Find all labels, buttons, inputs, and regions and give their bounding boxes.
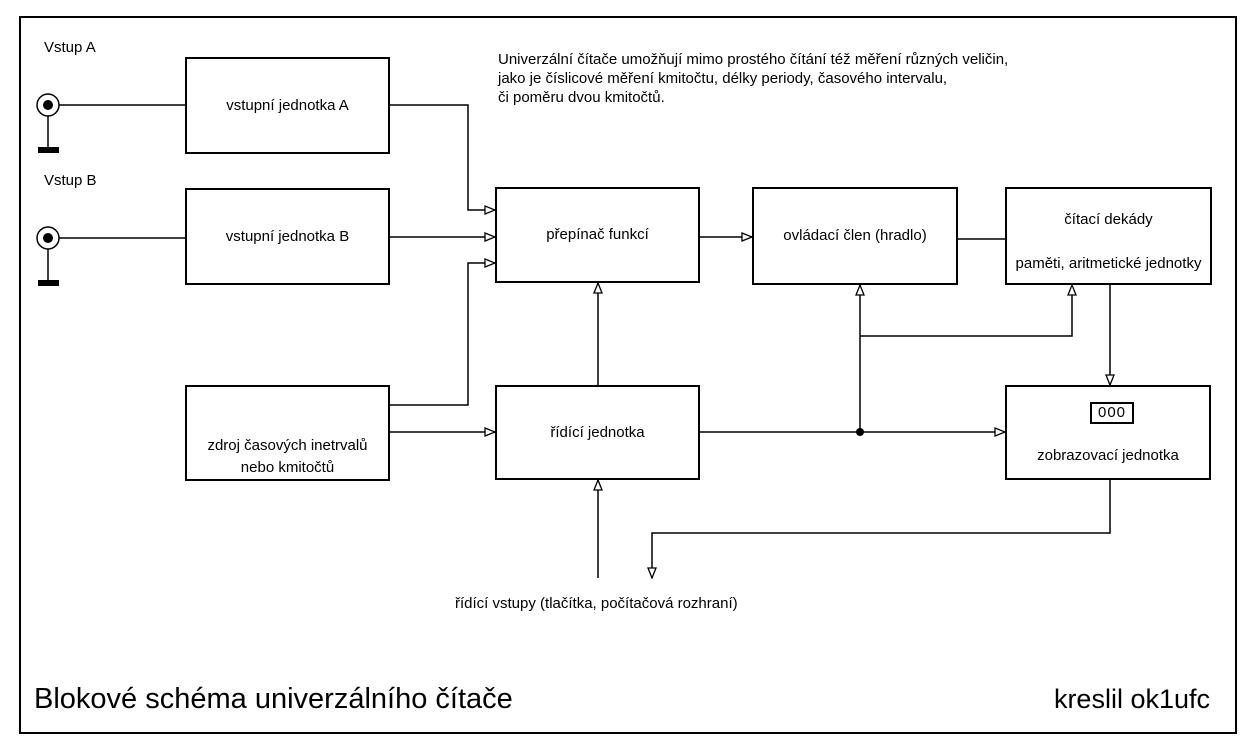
block-counting-decades-label-1: čítací dekády: [1064, 211, 1153, 228]
bnc-connector-b-icon: [36, 226, 60, 250]
block-display-unit-label: zobrazovací jednotka: [1037, 447, 1179, 464]
block-input-unit-b: vstupní jednotka B: [185, 188, 390, 285]
vstup-a-label: Vstup A: [44, 39, 96, 56]
wire-display-unit-to-control-inputs: [652, 480, 1111, 578]
vstup-b-label: Vstup B: [44, 172, 97, 189]
block-timebase-source: zdroj časových inetrvalů nebo kmitočtů: [185, 385, 390, 481]
ground-b-icon: [38, 249, 59, 286]
description-note: Univerzální čítače umožňují mimo prostéh…: [498, 50, 1008, 107]
block-input-unit-b-label: vstupní jednotka B: [225, 227, 350, 245]
block-control-gate: ovládací člen (hradlo): [752, 187, 958, 285]
block-function-switch: přepínač funkcí: [495, 187, 700, 283]
wire-junction-to-counting-decades: [860, 285, 1072, 337]
display-readout-value: 000: [1097, 404, 1127, 421]
author-credit: kreslil ok1ufc: [1053, 684, 1210, 714]
display-readout: 000: [1090, 402, 1134, 424]
wire-timebase-to-function-switch: [390, 263, 495, 406]
diagram-title: Blokové schéma univerzálního čítače: [34, 683, 513, 715]
block-timebase-source-label-1: zdroj časových inetrvalů: [207, 437, 368, 454]
block-control-unit: řídící jednotka: [495, 385, 700, 480]
wire-input-a-to-function-switch: [390, 104, 495, 210]
note-line-2: jako je číslicové měření kmitočtu, délky…: [498, 70, 948, 87]
block-control-unit-label: řídící jednotka: [550, 423, 645, 441]
block-function-switch-label: přepínač funkcí: [546, 226, 649, 243]
bnc-connector-a-icon: [36, 93, 60, 117]
block-input-unit-a-label: vstupní jednotka A: [226, 96, 349, 114]
control-inputs-label: řídící vstupy (tlačítka, počítačová rozh…: [455, 595, 738, 612]
block-input-unit-a: vstupní jednotka A: [185, 57, 390, 154]
block-timebase-source-label-2: nebo kmitočtů: [240, 459, 335, 476]
block-counting-decades-label-2: paměti, aritmetické jednotky: [1015, 255, 1202, 272]
block-display-unit: 000 zobrazovací jednotka: [1005, 385, 1211, 480]
ground-a-icon: [38, 116, 59, 153]
note-line-3: či poměru dvou kmitočtů.: [498, 89, 665, 106]
note-line-1: Univerzální čítače umožňují mimo prostéh…: [498, 51, 1009, 68]
block-control-gate-label: ovládací člen (hradlo): [783, 227, 927, 244]
block-counting-decades: čítací dekády paměti, aritmetické jednot…: [1005, 187, 1212, 285]
